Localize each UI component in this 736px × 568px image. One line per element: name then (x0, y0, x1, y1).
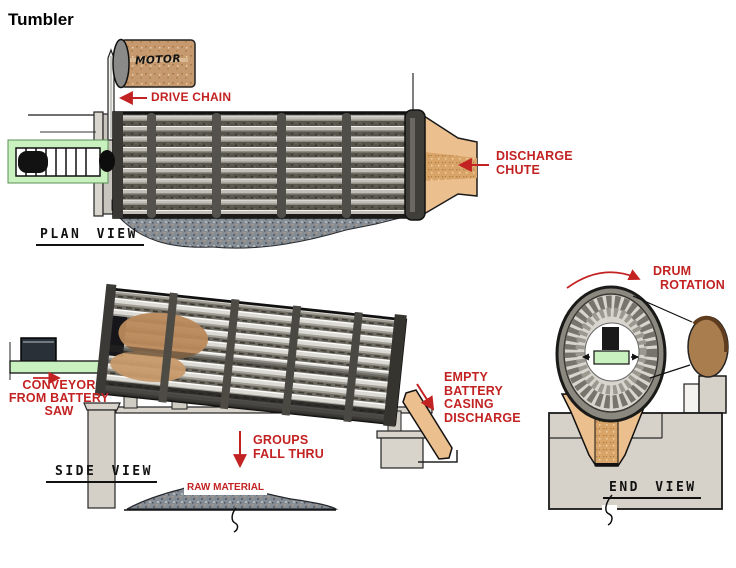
end-view-machine (548, 285, 729, 526)
empty-battery-casing-discharge-label: EMPTY BATTERY CASING DISCHARGE (444, 370, 521, 425)
empty-discharge-arrow-icon (416, 383, 435, 411)
end-view-label: END VIEW (603, 480, 701, 499)
raw-material-label: RAW MATERIAL (184, 480, 268, 495)
side-break-squiggle (231, 507, 239, 533)
side-view-label: SIDE VIEW (46, 464, 157, 483)
page-title: Tumbler (8, 10, 74, 29)
annotation-arrows (33, 91, 641, 469)
motor-end-view (687, 315, 729, 378)
motor-label: MOTOR (134, 52, 182, 68)
groups-fall-thru-label: GROUPS FALL THRU (253, 433, 325, 461)
drum-end-view (555, 285, 667, 423)
plan-view-machine (7, 38, 478, 249)
drive-chain-label: DRIVE CHAIN (151, 90, 232, 104)
tumbler-drum-plan (112, 109, 426, 221)
infeed-conveyor-plan (7, 131, 109, 184)
side-view-machine (9, 283, 458, 533)
end-break-squiggle (605, 494, 613, 526)
motor-plan (112, 38, 196, 89)
plan-bearing (99, 150, 115, 172)
infeed-conveyor-side (9, 360, 108, 374)
conveyor-from-battery-saw-label: CONVEYOR FROM BATTERY SAW (8, 378, 110, 418)
plan-view-label: PLAN VIEW (36, 227, 144, 246)
tumbler-drum-side (94, 283, 408, 427)
discharge-chute-label: DISCHARGE CHUTE (496, 149, 573, 177)
drum-rotation-label: DRUM ROTATION (653, 264, 726, 292)
empty-casing-chute (402, 389, 453, 460)
drum-rotation-arrow-icon (566, 269, 641, 289)
